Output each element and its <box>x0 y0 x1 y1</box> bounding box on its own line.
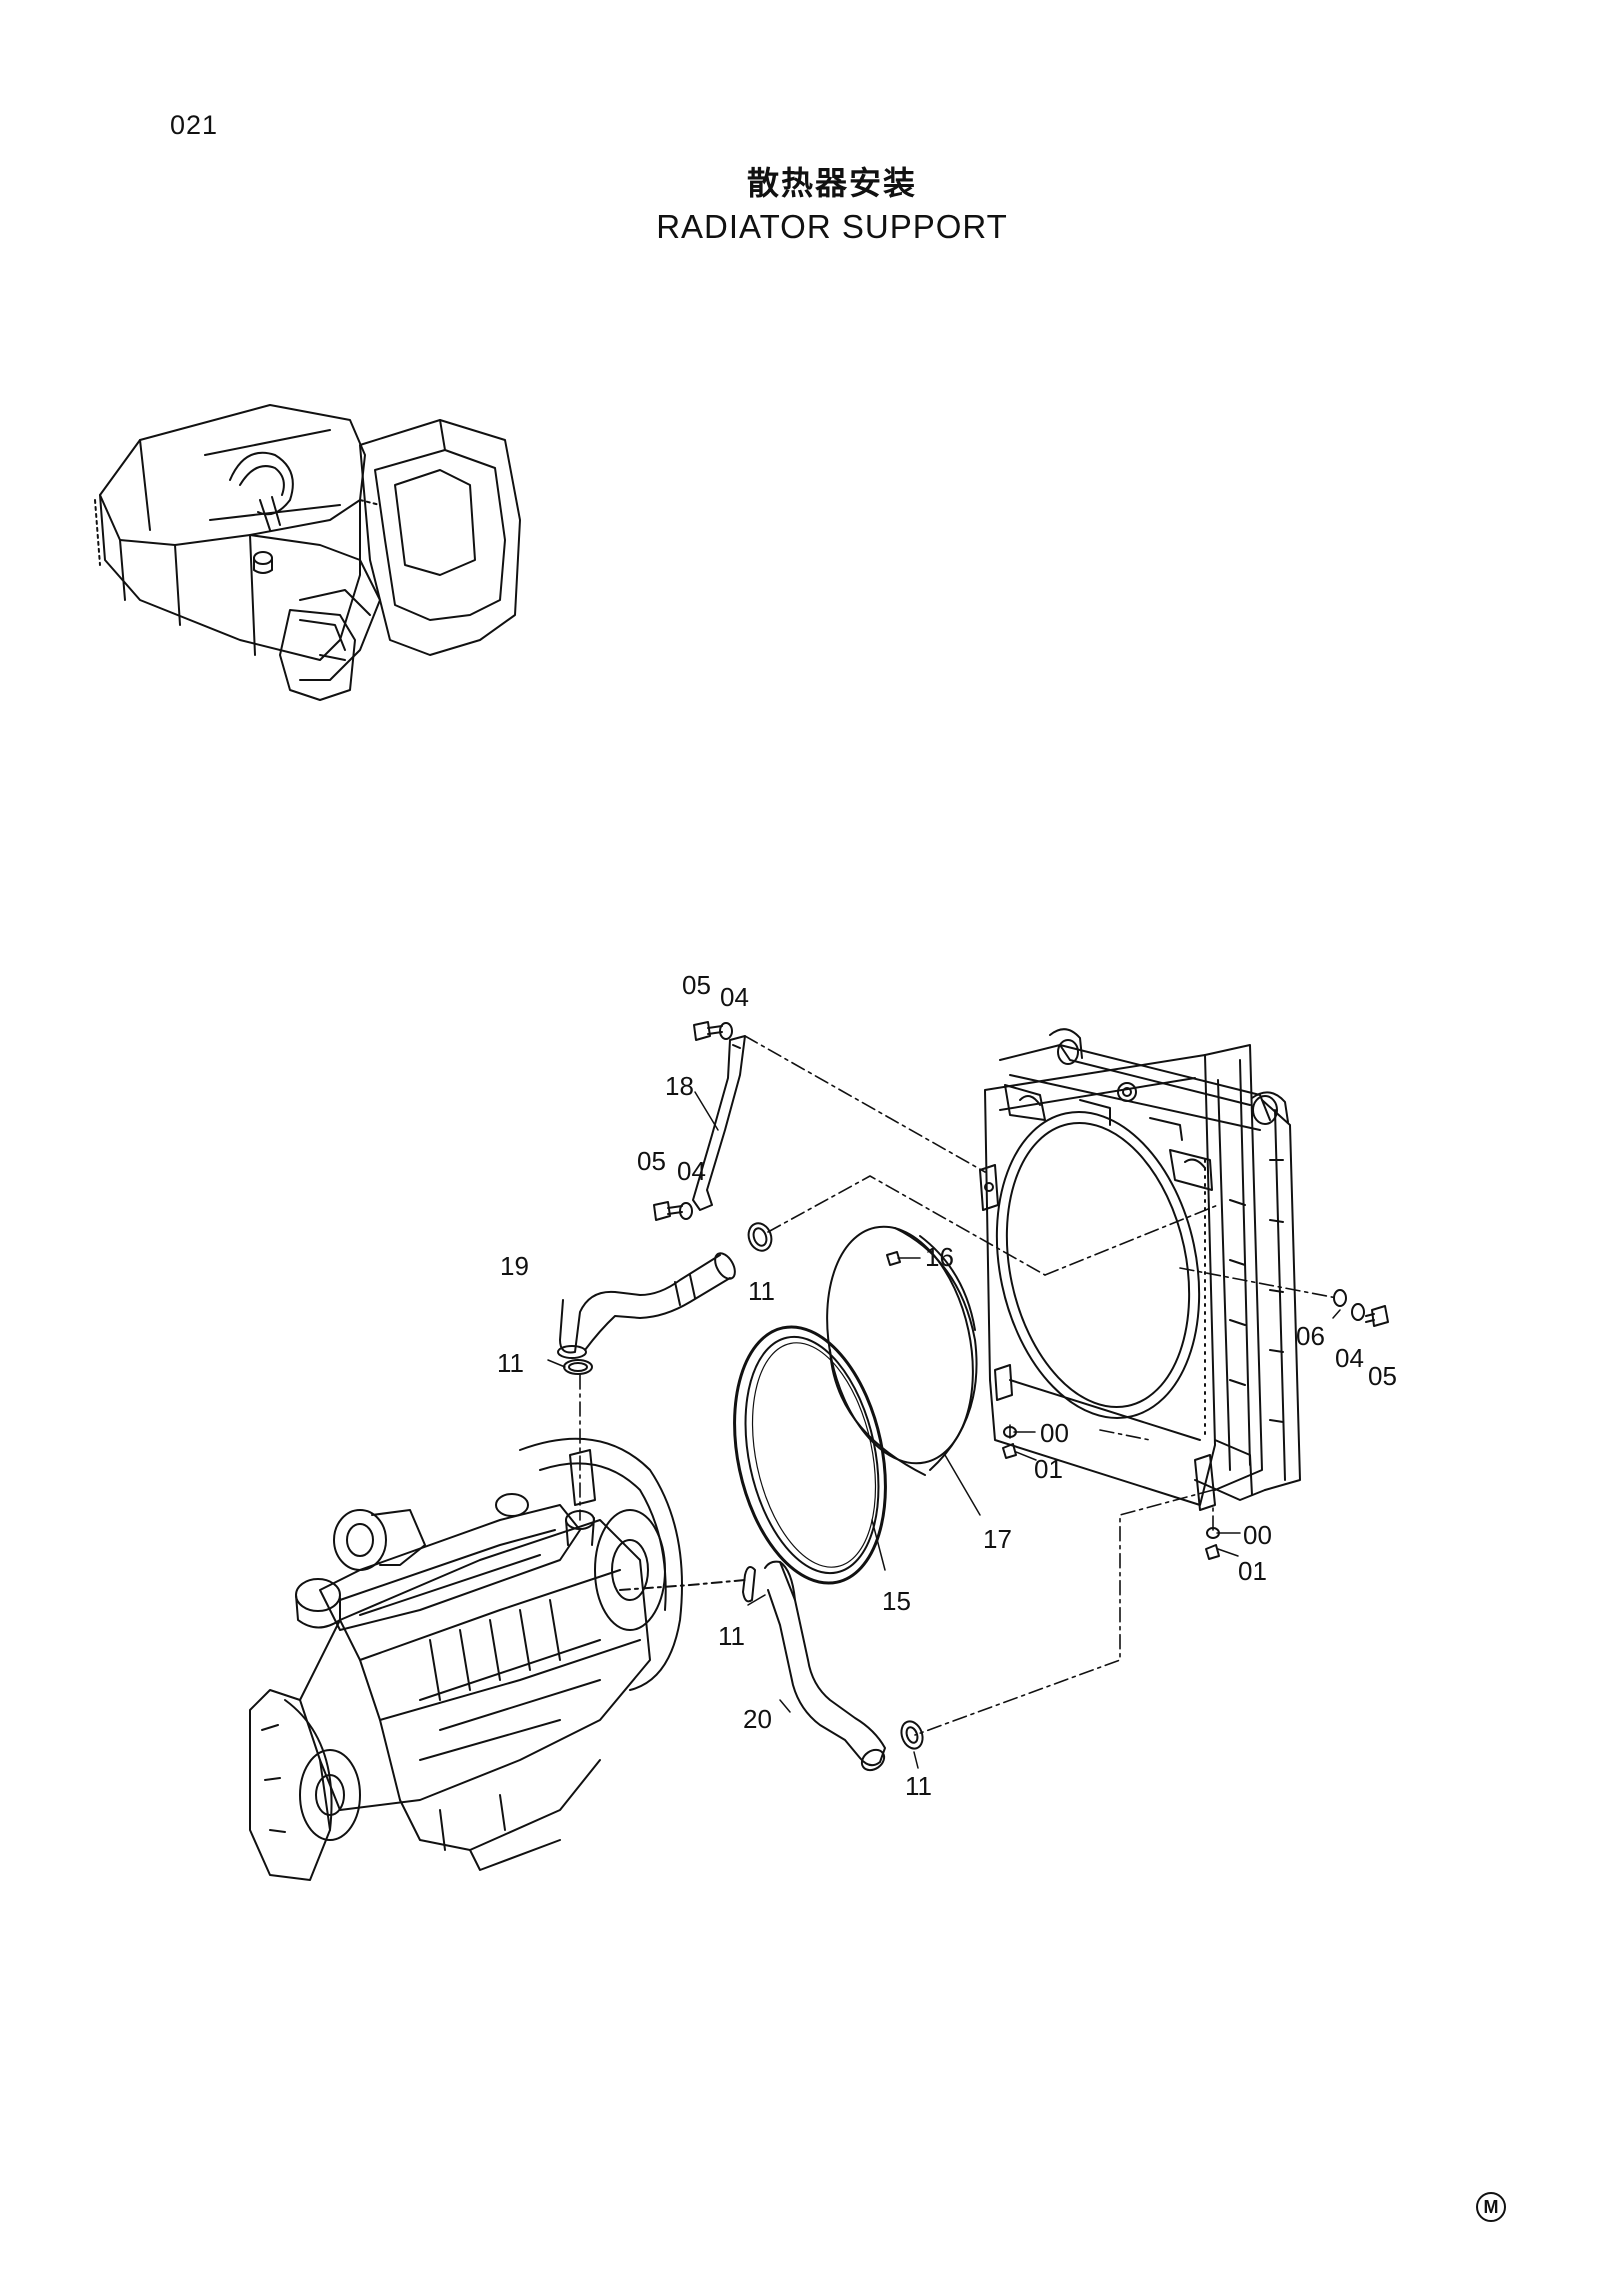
callout-16: 16 <box>925 1242 954 1272</box>
callout-labels: 05 04 18 05 04 19 11 11 16 06 04 05 00 0… <box>497 970 1397 1801</box>
excavator-overview-illustration <box>94 404 521 701</box>
callout-01: 01 <box>1034 1454 1063 1484</box>
fan-shroud-illustration <box>826 1225 978 1476</box>
title-english: RADIATOR SUPPORT <box>656 208 1008 245</box>
callout-04: 04 <box>720 982 749 1012</box>
hardware-illustrations <box>886 1251 1389 1560</box>
callout-05: 05 <box>682 970 711 1000</box>
callout-04: 04 <box>1335 1343 1364 1373</box>
callout-05: 05 <box>1368 1361 1397 1391</box>
radiator-stay-illustration <box>653 1021 746 1221</box>
title-chinese: 散热器安装 <box>746 164 917 202</box>
seal-ring-illustration <box>733 1325 887 1585</box>
callout-20: 20 <box>743 1704 772 1734</box>
callout-18: 18 <box>665 1071 694 1101</box>
callout-01: 01 <box>1238 1556 1267 1586</box>
callout-11: 11 <box>718 1621 745 1651</box>
callout-06: 06 <box>1296 1321 1325 1351</box>
corner-mark: M <box>1476 2192 1506 2222</box>
radiator-illustration <box>979 1028 1301 1511</box>
assembly-lines <box>579 1035 1338 1736</box>
upper-hose-illustration <box>557 1222 773 1375</box>
callout-05: 05 <box>637 1146 666 1176</box>
callout-19: 19 <box>500 1251 529 1281</box>
callout-15: 15 <box>882 1586 911 1616</box>
callout-11: 11 <box>905 1771 932 1801</box>
engine-illustration <box>249 1437 746 1881</box>
callout-00: 00 <box>1243 1520 1272 1550</box>
callout-11: 11 <box>497 1348 524 1378</box>
callout-11: 11 <box>748 1276 775 1306</box>
callout-00: 00 <box>1040 1418 1069 1448</box>
page-number: 021 <box>170 110 219 140</box>
callout-04: 04 <box>677 1156 706 1186</box>
lower-hose-illustration <box>742 1560 924 1772</box>
callout-leaders <box>547 1091 1341 1769</box>
callout-17: 17 <box>983 1524 1012 1554</box>
